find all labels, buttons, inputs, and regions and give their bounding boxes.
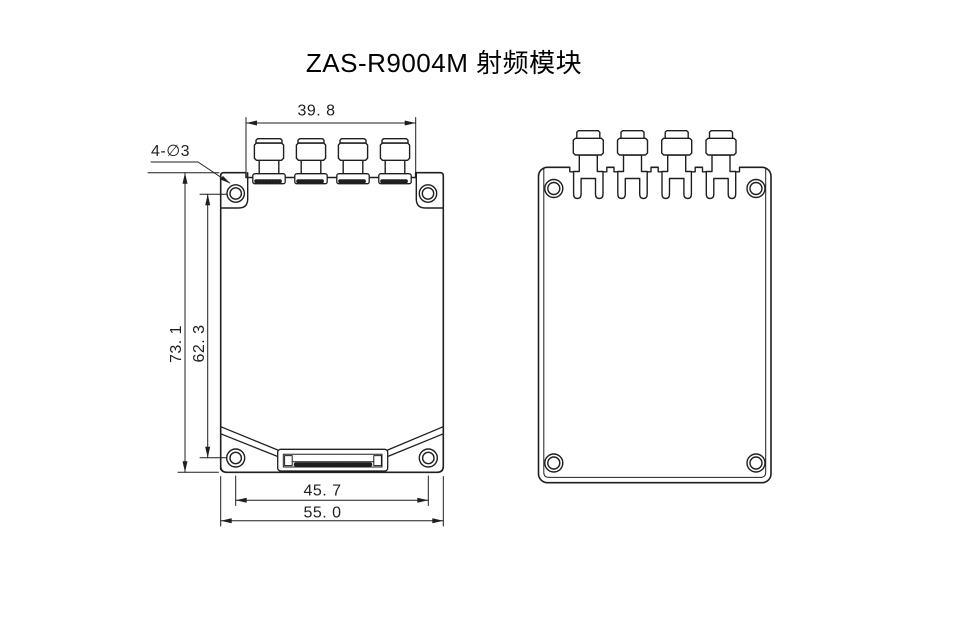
mounting-hole-inner: [421, 451, 435, 465]
sma-connector: [379, 138, 411, 175]
dim-text-overall-height: 73. 1: [168, 325, 185, 363]
connector-nuts: [252, 173, 412, 185]
connector-neck: [342, 159, 364, 175]
mounting-hole: [418, 184, 438, 203]
back-mounting-holes: [544, 178, 766, 473]
connector-lid: [381, 138, 409, 144]
mounting-hole: [746, 453, 766, 473]
mounting-hole-inner: [547, 181, 561, 196]
dim-text-connector-span: 39. 8: [297, 103, 335, 120]
pin-connector-bracket-right: [373, 455, 382, 467]
connector-cap: [253, 142, 285, 161]
connector-lid: [708, 130, 734, 139]
connector-neck: [384, 159, 406, 175]
connector-cap: [379, 142, 411, 161]
dim-text-overall-width: 55. 0: [303, 505, 341, 522]
pin-connector-body: [277, 448, 389, 472]
connector-cap: [295, 142, 327, 161]
mounting-hole-inner: [229, 187, 243, 200]
connector-lid: [576, 130, 601, 139]
mounting-hole: [418, 448, 438, 468]
mounting-hole-inner: [547, 456, 561, 470]
back-inner-wall-line: [543, 168, 767, 478]
connector-cap: [616, 137, 649, 156]
sma-connector: [337, 138, 369, 175]
connector-neck: [258, 159, 280, 175]
connector-lid: [339, 138, 367, 144]
front-mounting-holes: [225, 184, 438, 468]
connector-lid: [297, 138, 325, 144]
mounting-hole-inner: [749, 181, 763, 196]
connector-cap: [661, 137, 693, 156]
sma-connector: [253, 138, 285, 175]
connector-neck: [300, 159, 322, 175]
sma-connectors-back: [572, 130, 737, 200]
connector-lid: [255, 138, 283, 144]
mounting-hole-inner: [421, 187, 435, 200]
dimension-labels: 39. 8 73. 1 62. 3 45. 7 55. 0 4-∅3: [151, 103, 341, 522]
dimensions: [147, 117, 444, 527]
back-body-outline: [537, 166, 772, 484]
pin-connector-inner: [282, 453, 383, 468]
extension-lines: [147, 117, 444, 527]
connector-fork: [661, 154, 693, 200]
mounting-ears: [220, 172, 444, 209]
bottom-pin-connector: [277, 448, 389, 472]
sma-connector: [295, 138, 327, 175]
connector-fork: [617, 154, 648, 200]
connector-cap: [572, 137, 604, 156]
dim-text-hole-span-vertical: 62. 3: [191, 324, 208, 362]
sma-connectors-front: [253, 138, 411, 175]
mounting-hole-inner: [229, 451, 243, 465]
mounting-ear-top-left: [220, 172, 249, 209]
connector-fork: [572, 154, 604, 200]
dimension-lines: [150, 122, 444, 522]
back-view: [537, 130, 772, 484]
front-body-outline: [219, 171, 445, 474]
connector-lid: [664, 130, 689, 139]
sma-connector-back: [661, 130, 693, 200]
callout-text-holes: 4-∅3: [151, 143, 190, 160]
mounting-hole: [746, 178, 766, 199]
connector-cap: [337, 142, 369, 161]
leader-line-hole-callout: [150, 161, 230, 184]
connector-cap: [705, 137, 737, 156]
mounting-hole-inner: [749, 456, 763, 470]
drawing-title: ZAS-R9004M 射频模块: [305, 48, 583, 78]
mounting-hole: [544, 178, 564, 199]
sma-connector-back: [616, 130, 649, 200]
dim-text-hole-span-horizontal: 45. 7: [303, 483, 341, 500]
pin-connector-bracket-left: [284, 455, 293, 467]
mounting-hole: [544, 453, 564, 473]
bottom-chamfer-lines: [220, 426, 444, 458]
sma-connector-back: [572, 130, 604, 200]
sma-connector-back: [705, 130, 737, 200]
mounting-ear-top-right: [415, 172, 444, 209]
dimension-arrowheads: [182, 120, 444, 524]
connector-fork: [705, 154, 737, 200]
connector-lid: [620, 130, 645, 139]
leader-arrowhead: [220, 175, 231, 184]
mounting-hole: [226, 184, 246, 203]
front-view: [219, 138, 445, 474]
